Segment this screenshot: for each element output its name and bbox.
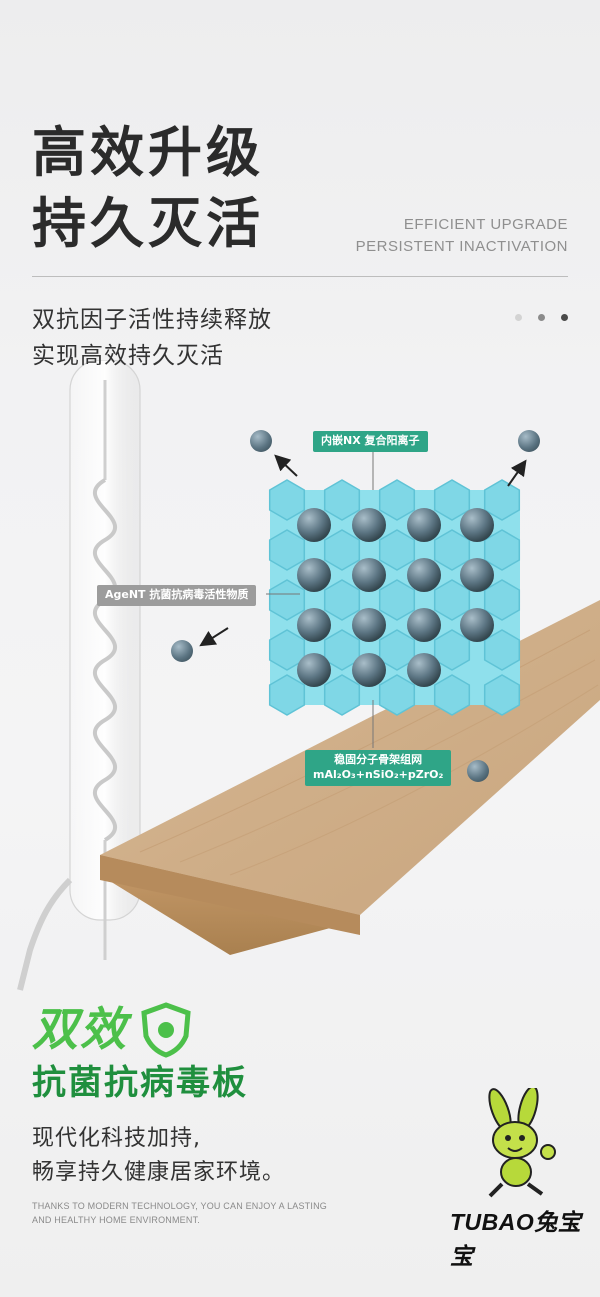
page-title-line2: 持久灭活 bbox=[32, 192, 264, 255]
lattice-ion-9 bbox=[352, 608, 386, 642]
page-dot-3 bbox=[561, 314, 568, 321]
brand-title: 双效 bbox=[32, 1002, 128, 1056]
intro-line2: 实现高效持久灭活 bbox=[32, 343, 224, 369]
cation-ball-top-right bbox=[518, 430, 540, 452]
lattice-node-16 bbox=[323, 629, 361, 671]
english-title-line1: EFFICIENT UPGRADE bbox=[403, 216, 568, 233]
lattice-node-23 bbox=[433, 674, 471, 716]
molecular-lattice-illustration bbox=[268, 479, 521, 716]
lattice-ion-7 bbox=[460, 558, 494, 592]
lattice-node-21 bbox=[323, 674, 361, 716]
lattice-ion-6 bbox=[407, 558, 441, 592]
lattice-node-22 bbox=[378, 674, 416, 716]
lattice-node-12 bbox=[378, 579, 416, 621]
lattice-node-17 bbox=[378, 629, 416, 671]
glass-condenser-illustration bbox=[17, 360, 141, 991]
intro-line1: 双抗因子活性持续释放 bbox=[32, 307, 272, 333]
framework-ball bbox=[467, 760, 489, 782]
lattice-node-4 bbox=[483, 479, 521, 521]
lattice-node-11 bbox=[323, 579, 361, 621]
page-title-line1: 高效升级 bbox=[32, 121, 264, 184]
lattice-node-6 bbox=[323, 529, 361, 571]
active-substance-ball bbox=[171, 640, 193, 662]
lattice-node-7 bbox=[378, 529, 416, 571]
arrow-up-right-icon bbox=[507, 459, 527, 487]
lattice-ion-5 bbox=[352, 558, 386, 592]
lattice-node-20 bbox=[268, 674, 306, 716]
lattice-ion-0 bbox=[297, 508, 331, 542]
cation-ball-top-left bbox=[250, 430, 272, 452]
lattice-ion-1 bbox=[352, 508, 386, 542]
brand-subtitle: 抗菌抗病毒板 bbox=[32, 1063, 248, 1103]
lattice-ion-14 bbox=[407, 653, 441, 687]
description-line2: 畅享持久健康居家环境。 bbox=[32, 1160, 286, 1185]
lattice-node-2 bbox=[378, 479, 416, 521]
description-line1: 现代化科技加持, bbox=[32, 1126, 201, 1151]
lattice-node-10 bbox=[268, 579, 306, 621]
header-divider bbox=[32, 276, 568, 277]
shield-icon bbox=[141, 1002, 191, 1058]
lattice-node-3 bbox=[433, 479, 471, 521]
lattice-ion-13 bbox=[352, 653, 386, 687]
lattice-node-15 bbox=[268, 629, 306, 671]
rabbit-mascot-icon bbox=[488, 1088, 556, 1198]
framework-label-line1: 稳固分子骨架组网 bbox=[334, 753, 423, 766]
arrow-left-icon bbox=[199, 627, 229, 647]
lattice-ion-12 bbox=[297, 653, 331, 687]
active-substance-label-tag: AgeNT 抗菌抗病毒活性物质 bbox=[97, 585, 257, 606]
lattice-ion-2 bbox=[407, 508, 441, 542]
framework-label-line2: mAl₂O₃+nSiO₂+pZrO₂ bbox=[313, 767, 444, 781]
arrow-up-left-icon bbox=[274, 454, 298, 477]
lattice-node-5 bbox=[268, 529, 306, 571]
lattice-ion-11 bbox=[460, 608, 494, 642]
page-dot-1 bbox=[515, 314, 522, 321]
lattice-node-0 bbox=[268, 479, 306, 521]
framework-label-tag: 稳固分子骨架组网 mAl₂O₃+nSiO₂+pZrO₂ bbox=[305, 750, 452, 786]
lattice-node-1 bbox=[323, 479, 361, 521]
lattice-ion-8 bbox=[297, 608, 331, 642]
page-indicator bbox=[515, 314, 568, 321]
lattice-ion-4 bbox=[297, 558, 331, 592]
lattice-ion-10 bbox=[407, 608, 441, 642]
lattice-ion-3 bbox=[460, 508, 494, 542]
brand-logo-text: TUBAO兔宝宝 bbox=[450, 1209, 582, 1269]
cation-label-tag: 内嵌NX 复合阳离子 bbox=[313, 431, 428, 452]
description-english: THANKS TO MODERN TECHNOLOGY, YOU CAN ENJ… bbox=[32, 1201, 327, 1225]
english-title-line2: PERSISTENT INACTIVATION bbox=[355, 238, 568, 255]
page-dot-2 bbox=[538, 314, 545, 321]
lattice-node-24 bbox=[483, 674, 521, 716]
arrow-icons bbox=[199, 448, 527, 748]
